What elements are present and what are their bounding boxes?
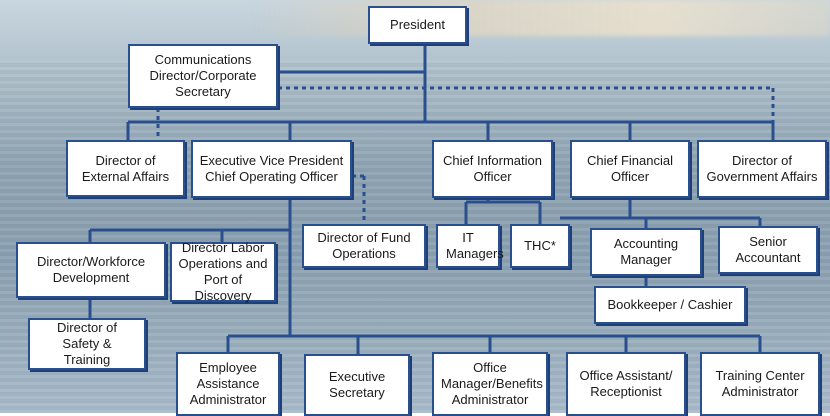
evp-coo-label: Executive Vice President Chief Operating… bbox=[199, 153, 344, 184]
employee-assistance-administrator-box: Employee Assistance Administrator bbox=[176, 352, 280, 416]
evp-coo-box: Executive Vice President Chief Operating… bbox=[191, 140, 352, 198]
director-safety-training-box: Director of Safety & Training bbox=[28, 318, 146, 370]
director-external-affairs-label: Director of External Affairs bbox=[81, 152, 170, 184]
background-skyline bbox=[250, 0, 830, 36]
senior-accountant-box: Senior Accountant bbox=[718, 226, 818, 274]
communications-director-label: Communications Director/Corporate Secret… bbox=[149, 52, 257, 99]
thc-box: THC* bbox=[510, 224, 570, 268]
accounting-manager-box: Accounting Manager bbox=[590, 228, 702, 276]
director-government-affairs-box: Director of Government Affairs bbox=[697, 140, 827, 198]
executive-secretary-label: Executive Secretary bbox=[328, 369, 386, 400]
director-fund-operations-box: Director of Fund Operations bbox=[302, 224, 426, 268]
director-labor-operations-box: Director Labor Operations and Port of Di… bbox=[170, 240, 276, 303]
it-managers-box: IT Managers bbox=[436, 224, 504, 268]
director-labor-operations-label: Director Labor Operations and Port of Di… bbox=[178, 240, 268, 303]
bookkeeper-cashier-box: Bookkeeper / Cashier bbox=[594, 286, 746, 324]
accounting-manager-label: Accounting Manager bbox=[613, 236, 679, 267]
bookkeeper-cashier-label: Bookkeeper / Cashier bbox=[607, 297, 733, 312]
chief-information-officer-box: Chief Information Officer bbox=[432, 140, 553, 198]
director-safety-training-label: Director of Safety & Training bbox=[57, 320, 117, 367]
director-government-affairs-label: Director of Government Affairs bbox=[706, 153, 818, 184]
thc-label: THC* bbox=[524, 238, 556, 253]
office-assistant-receptionist-box: Office Assistant/ Receptionist bbox=[566, 352, 686, 416]
employee-assistance-administrator-label: Employee Assistance Administrator bbox=[189, 360, 267, 407]
chief-financial-officer-label: Chief Financial Officer bbox=[587, 153, 673, 184]
training-center-administrator-label: Training Center Administrator bbox=[715, 368, 805, 399]
office-manager-benefits-box: Office Manager/Benefits Administrator bbox=[432, 352, 548, 416]
office-assistant-receptionist-label: Office Assistant/ Receptionist bbox=[579, 368, 673, 399]
director-workforce-development-box: Director/Workforce Development bbox=[16, 242, 166, 298]
chief-information-officer-label: Chief Information Officer bbox=[443, 153, 542, 184]
director-workforce-development-label: Director/Workforce Development bbox=[36, 254, 146, 285]
communications-director-box: Communications Director/Corporate Secret… bbox=[128, 44, 278, 108]
executive-secretary-box: Executive Secretary bbox=[304, 354, 410, 416]
it-managers-label: IT Managers bbox=[446, 230, 504, 261]
chief-financial-officer-box: Chief Financial Officer bbox=[570, 140, 690, 198]
senior-accountant-label: Senior Accountant bbox=[735, 234, 801, 265]
director-fund-operations-label: Director of Fund Operations bbox=[317, 230, 411, 261]
director-external-affairs-box: Director of External Affairs bbox=[66, 140, 185, 197]
office-manager-benefits-label: Office Manager/Benefits Administrator bbox=[441, 360, 543, 407]
president-label: President bbox=[390, 17, 445, 32]
president-box: President bbox=[368, 6, 467, 44]
training-center-administrator-box: Training Center Administrator bbox=[700, 352, 820, 416]
